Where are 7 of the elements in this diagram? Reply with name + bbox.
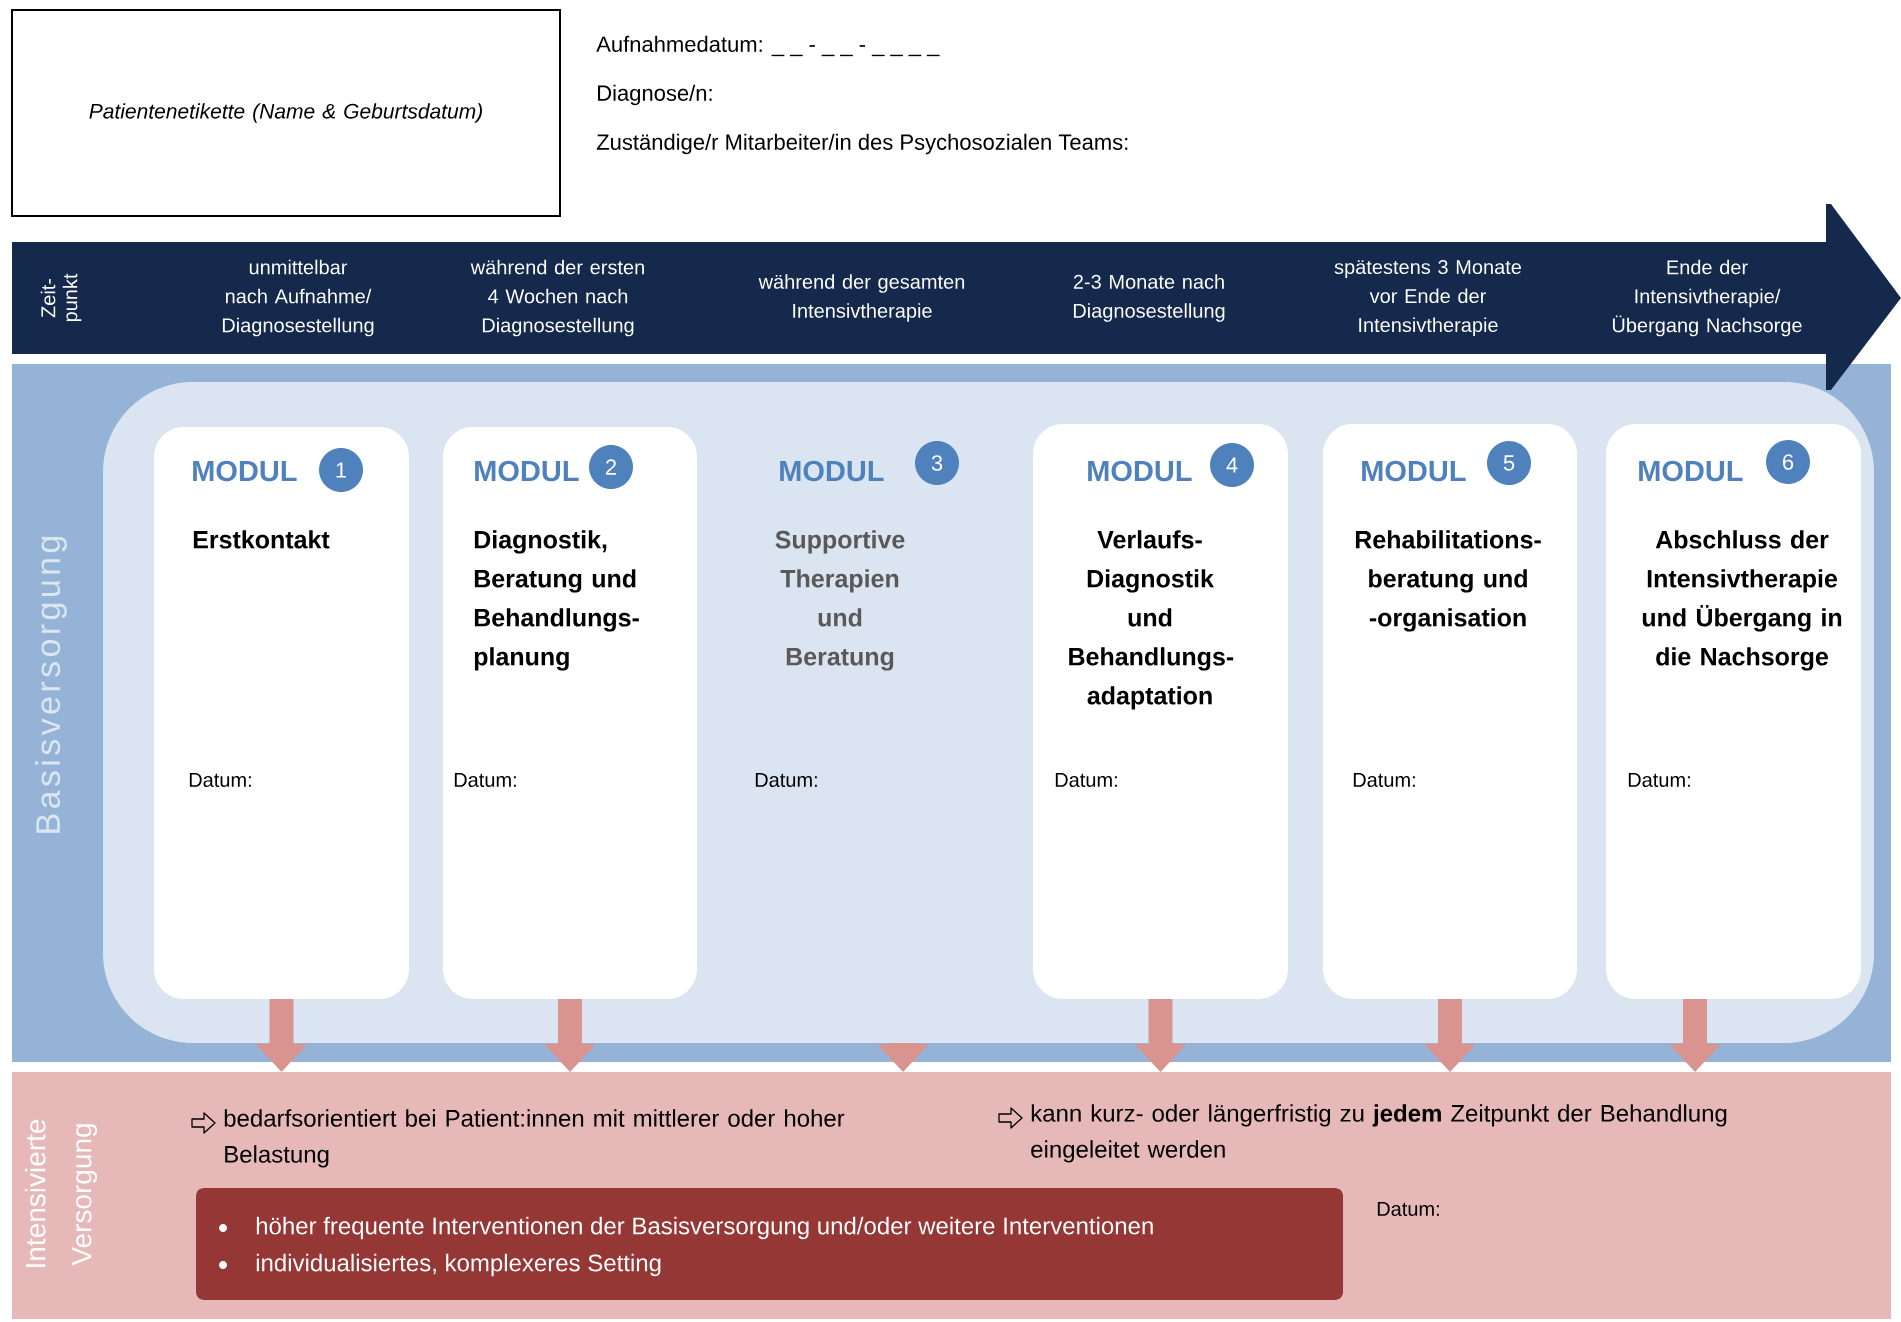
form-field-label: Diagnose/n: — [598, 84, 712, 106]
node-text: MODUL Supportive Therapien und Beratung Datum: — [755, 460, 905, 787]
timeline-band: Zeit-punkt unmittelbar nach Aufnahme/ Diagnosestellung während der ersten 4 Wochen nach Diagnosestellung während der gesamten Intensivtherapie 2-3 Monate nach Diagnosestellung spätestens 3 Monate vor Ende der Intensivtherapie Ende der Intensivtherapie/ Übergang Nachsorge — [12, 204, 1901, 390]
intervention-box: höher frequente Interventionen der Basisversorgung und/oder weitere Interventionen individualisiertes, komplexeres Setting — [196, 1188, 1343, 1300]
label-box: Patientenetikette (Name & Geburtsdatum) — [11, 9, 561, 217]
form-field-label: Zuständige/r Mitarbeiter/in des Psychosozialen Teams: — [596, 133, 1128, 155]
form-field-label: Aufnahmedatum: _ _ - _ _ - _ _ _ _ — [596, 35, 940, 57]
